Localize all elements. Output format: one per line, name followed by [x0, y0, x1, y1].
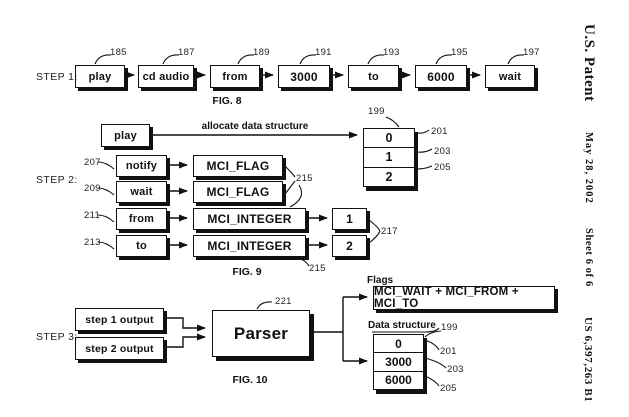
ref-label-217: 217	[381, 226, 398, 237]
fig9-box-mci-integer-2: MCI_INTEGER	[193, 235, 306, 257]
ref-label-209: 209	[84, 183, 101, 194]
fig8-caption: FIG. 8	[212, 95, 242, 107]
ref-label-201: 201	[431, 126, 448, 137]
fig8-box-3000: 3000	[278, 65, 330, 88]
fig10-box-step1-output: step 1 output	[75, 308, 164, 331]
patent-sheet-number: Sheet 6 of 6	[583, 228, 594, 287]
fig9-box-from: from	[116, 208, 167, 230]
patent-number: US 6,397,263 B1	[582, 317, 594, 403]
fig10-caption: FIG. 10	[232, 374, 268, 386]
ref-label-189: 189	[253, 47, 270, 58]
ref-label-199-fig10: 199	[441, 322, 458, 333]
reference-leader-lines	[94, 54, 525, 387]
fig8-box-cd-audio: cd audio	[138, 65, 194, 88]
ref-label-187: 187	[178, 47, 195, 58]
ref-label-211: 211	[84, 210, 101, 221]
fig10-box-step2-output: step 2 output	[75, 337, 164, 360]
fig9-data-structure-stack: 0 1 2	[363, 128, 415, 187]
fig10-data-structure-title: Data structure	[368, 320, 436, 331]
fig10-flags-box: MCI_WAIT + MCI_FROM + MCI_TO	[373, 286, 555, 310]
fig10-stack-row-0: 0	[374, 335, 423, 354]
ref-label-191: 191	[315, 47, 332, 58]
fig9-caption: FIG. 9	[232, 266, 262, 278]
fig8-box-from: from	[210, 65, 260, 88]
ref-label-215-flags: 215	[296, 173, 313, 184]
ref-label-205-fig10: 205	[440, 383, 457, 394]
ref-label-205: 205	[434, 162, 451, 173]
ref-label-195: 195	[451, 47, 468, 58]
flow-arrows	[126, 71, 481, 365]
fig9-box-to: to	[116, 235, 167, 257]
fig9-box-mci-flag-1: MCI_FLAG	[193, 155, 283, 177]
fig9-box-result-1: 1	[332, 208, 367, 230]
fig10-stack-row-3000: 3000	[374, 353, 423, 372]
fig9-stack-row-1: 1	[364, 148, 414, 168]
fig9-box-mci-flag-2: MCI_FLAG	[193, 181, 283, 203]
fig9-box-wait: wait	[116, 181, 167, 203]
ref-label-221: 221	[275, 296, 292, 307]
fig8-box-wait: wait	[485, 65, 535, 88]
ref-label-199: 199	[368, 106, 385, 117]
ref-label-185: 185	[110, 47, 127, 58]
ref-label-197: 197	[523, 47, 540, 58]
fig8-box-6000: 6000	[415, 65, 467, 88]
fig8-step-label: STEP 1:	[36, 71, 78, 83]
fig10-parser-box: Parser	[212, 310, 310, 357]
fig10-stack-row-6000: 6000	[385, 373, 412, 388]
ref-label-203-fig10: 203	[447, 364, 464, 375]
patent-header-label: U.S. Patent	[581, 24, 597, 102]
fig10-step-label: STEP 3:	[36, 331, 78, 343]
fig10-data-structure-stack: 0 3000 6000	[373, 334, 424, 390]
fig9-box-notify: notify	[116, 155, 167, 177]
ref-label-193: 193	[383, 47, 400, 58]
fig9-stack-row-2: 2	[385, 169, 393, 184]
patent-date: May 28, 2002	[583, 132, 594, 204]
fig9-box-mci-integer-1: MCI_INTEGER	[193, 208, 306, 230]
fig9-step-label: STEP 2:	[36, 174, 78, 186]
ref-label-207: 207	[84, 157, 101, 168]
fig10-flags-title: Flags	[367, 275, 394, 286]
fig9-box-play: play	[101, 124, 150, 147]
fig9-allocate-label: allocate data structure	[201, 121, 309, 132]
fig8-box-play: play	[75, 65, 125, 88]
ref-label-215-integers: 215	[309, 263, 326, 274]
fig8-box-to: to	[348, 65, 399, 88]
fig9-box-result-2: 2	[332, 235, 367, 257]
ref-label-203: 203	[434, 146, 451, 157]
ref-label-213: 213	[84, 237, 101, 248]
ref-label-201-fig10: 201	[440, 346, 457, 357]
fig9-stack-row-0: 0	[364, 129, 414, 149]
